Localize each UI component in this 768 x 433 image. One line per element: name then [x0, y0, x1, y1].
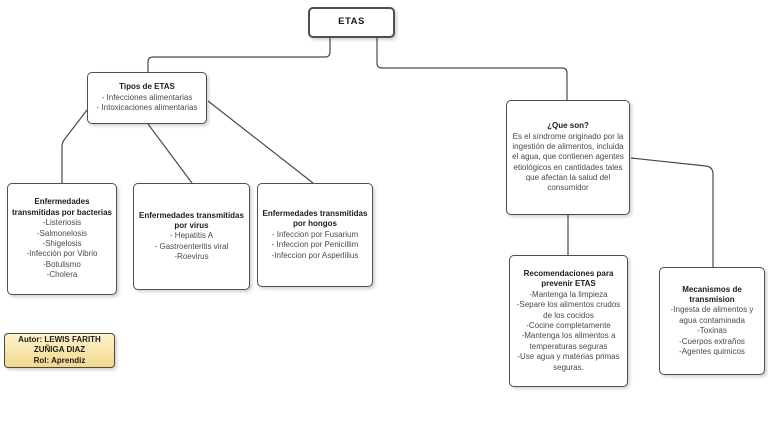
node-recomendaciones: Recomendaciones para prevenir ETAS -Mant…: [509, 255, 628, 387]
node-enfermedades-virus: Enfermedades transmitidas por virus - He…: [133, 183, 250, 290]
connector-tipos-bacterias: [61, 109, 88, 183]
list-item: -Ingesta de alimentos y agua contaminada: [670, 305, 754, 325]
node-etas-title: ETAS: [338, 16, 365, 28]
connector-etas-tipos: [147, 38, 331, 72]
list-item: -Infeccion por Asperlilius: [271, 250, 359, 260]
node-virus-title: Enfermedades transmitidas por virus: [139, 210, 244, 230]
author-name: Autor: LEWIS FARITH ZUÑIGA DIAZ: [18, 334, 101, 355]
list-item: -Infección por Vibrio: [26, 249, 98, 259]
node-recomendaciones-title: Recomendaciones para prevenir ETAS: [523, 269, 614, 289]
list-item: -Roevirus: [174, 252, 209, 262]
node-que-son-body: Es el síndrome originado por la ingestió…: [512, 131, 624, 193]
list-item: -Mantenga la limpieza: [529, 289, 608, 299]
list-item: -Listeriosis: [42, 218, 82, 228]
connector-tipos-hongos: [207, 100, 314, 184]
list-item: - Hepatitis A: [169, 231, 214, 241]
list-item: -Salmonelosis: [36, 228, 88, 238]
author-credit-box: Autor: LEWIS FARITH ZUÑIGA DIAZ Rol: Apr…: [4, 333, 115, 368]
list-item: -Agentes quimicos: [679, 346, 745, 356]
node-etas: ETAS: [308, 7, 395, 38]
node-bacterias-title: Enfermedades transmitidas por bacterias: [11, 197, 113, 217]
list-item: - Infeccion por Fusarium: [271, 229, 359, 239]
list-item: -Use agua y materias primas seguras.: [517, 352, 620, 372]
connector-tipos-virus: [147, 123, 193, 184]
list-item: -Botulismo: [43, 259, 81, 269]
node-tipos-title: Tipos de ETAS: [119, 82, 175, 92]
list-item: -Cholera: [46, 270, 78, 280]
list-item: - Gastroenteritis viral: [154, 241, 229, 251]
list-item: -Toxinas: [697, 326, 727, 336]
list-item: - Infeccion por Penicillim: [271, 240, 359, 250]
connector-queson-mecanismos: [630, 157, 714, 267]
list-item: -Shigelosis: [42, 239, 82, 248]
list-item: -Mantenga los alimentos a temperaturas s…: [521, 331, 616, 351]
connector-etas-queson: [376, 38, 568, 100]
node-enfermedades-hongos: Enfermedades transmitidas por hongos - I…: [257, 183, 373, 287]
node-mecanismos-title: Mecanismos de transmision: [682, 284, 742, 305]
node-hongos-title: Enfermedades transmitidas por hongos: [262, 209, 368, 229]
list-item: - Infecciones alimentarias: [101, 92, 193, 102]
node-que-son: ¿Que son? Es el síndrome originado por l…: [506, 100, 630, 215]
node-enfermedades-bacterias: Enfermedades transmitidas por bacterias …: [7, 183, 117, 295]
node-tipos-de-etas: Tipos de ETAS - Infecciones alimentarias…: [87, 72, 207, 124]
author-role: Rol: Aprendiz: [33, 355, 86, 365]
node-mecanismos-transmision: Mecanismos de transmision -Ingesta de al…: [659, 267, 765, 375]
list-item: -Cocine completamente: [526, 321, 611, 330]
list-item: - Intoxicaciones alimentarias: [96, 103, 198, 113]
node-que-son-title: ¿Que son?: [547, 121, 589, 131]
list-item: -Separe los alimentos crudos de los coci…: [516, 300, 621, 320]
list-item: -Cuerpos extraños: [679, 336, 745, 346]
